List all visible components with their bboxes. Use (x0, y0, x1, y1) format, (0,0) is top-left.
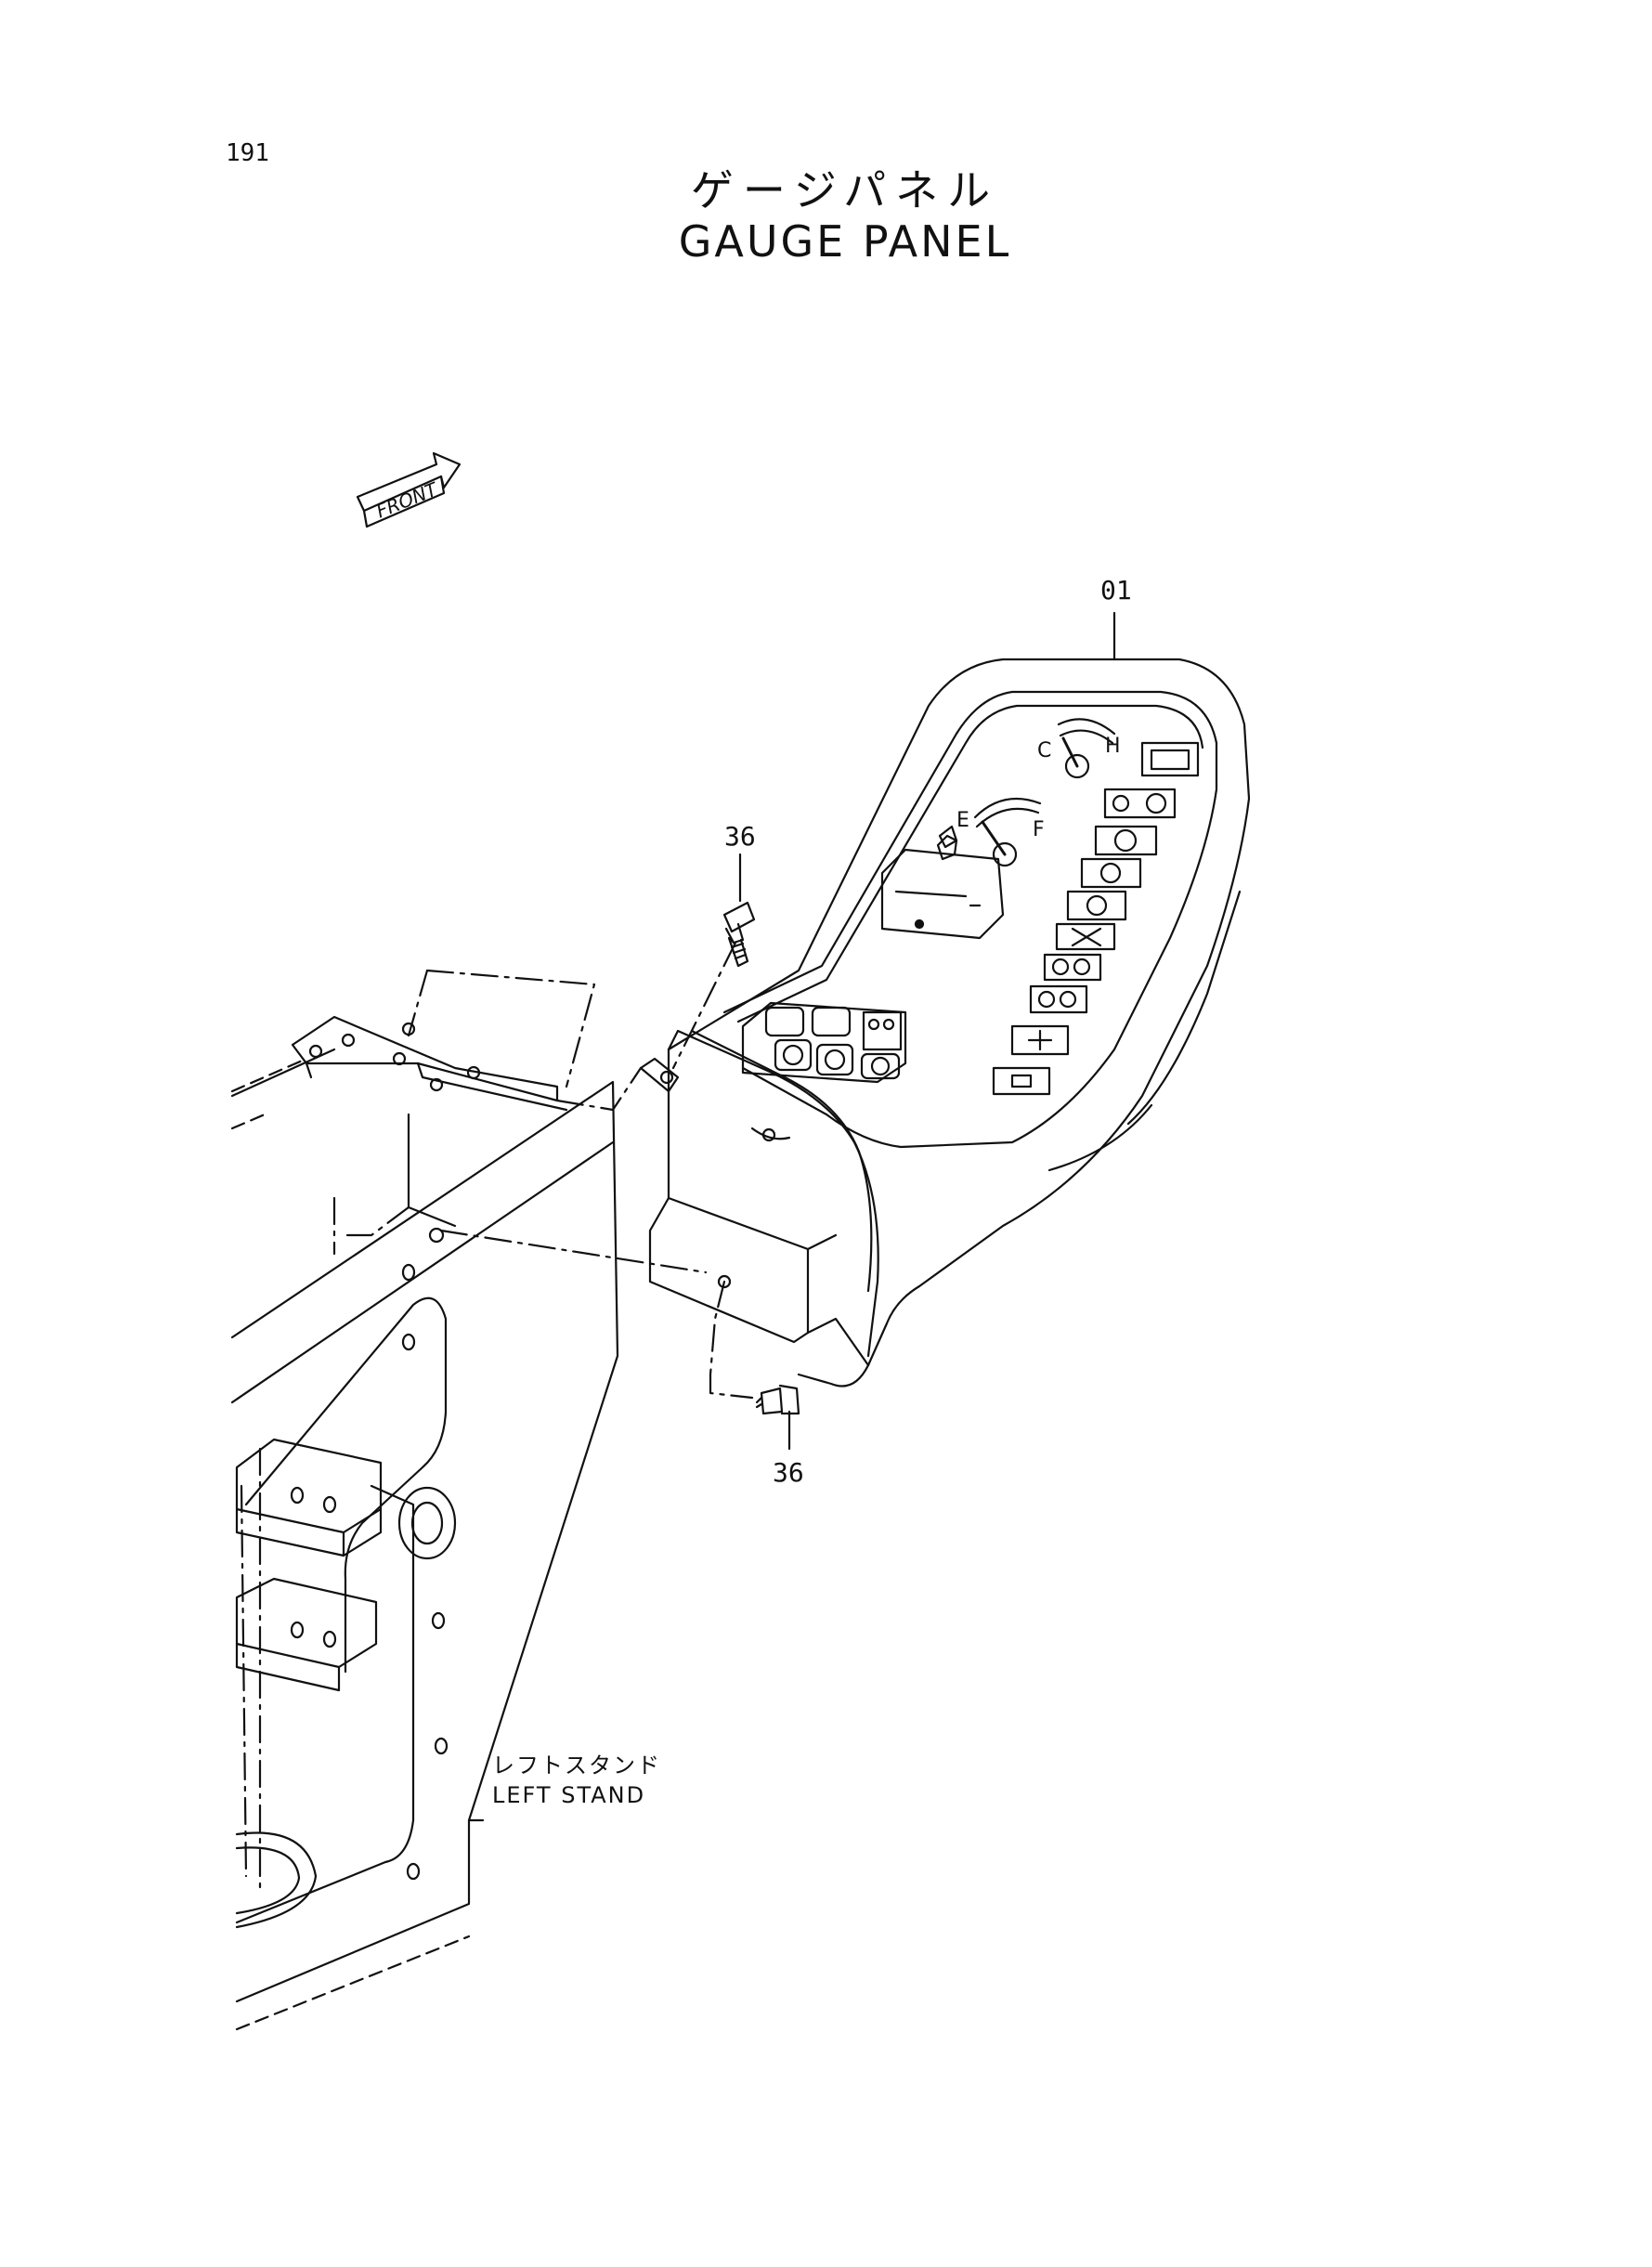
gauge-panel (639, 658, 1251, 1388)
assembly-lines (407, 941, 754, 1400)
bolt-bottom (755, 1384, 800, 1451)
left-stand-label-en: LEFT STAND (492, 1782, 646, 1809)
gauge-fuel-full: F (1033, 818, 1045, 841)
frame-holes (290, 1022, 481, 1881)
callout-36-bottom: 36 (773, 1457, 804, 1488)
gauge-fuel-empty: E (956, 809, 969, 832)
front-arrow-icon: FRONT (356, 451, 462, 528)
page-number: 191 (226, 139, 269, 167)
callout-36-top: 36 (724, 821, 756, 852)
gauge-temp-low: C (1037, 739, 1051, 762)
callout-01: 01 (1100, 575, 1132, 606)
left-stand-frame (230, 1015, 619, 2031)
title-english: GAUGE PANEL (678, 215, 1012, 267)
front-label: FRONT (373, 477, 442, 523)
title-japanese: ゲージパネル (690, 165, 1000, 215)
title-block: ゲージパネル GAUGE PANEL (594, 167, 1096, 269)
indicator-lamp-column (992, 741, 1200, 1096)
bolt-top (722, 853, 756, 968)
left-stand-label: レフトスタンド LEFT STAND (492, 1751, 661, 1811)
left-stand-label-jp: レフトスタンド (492, 1752, 661, 1778)
gauge-temp-high: H (1105, 735, 1121, 758)
